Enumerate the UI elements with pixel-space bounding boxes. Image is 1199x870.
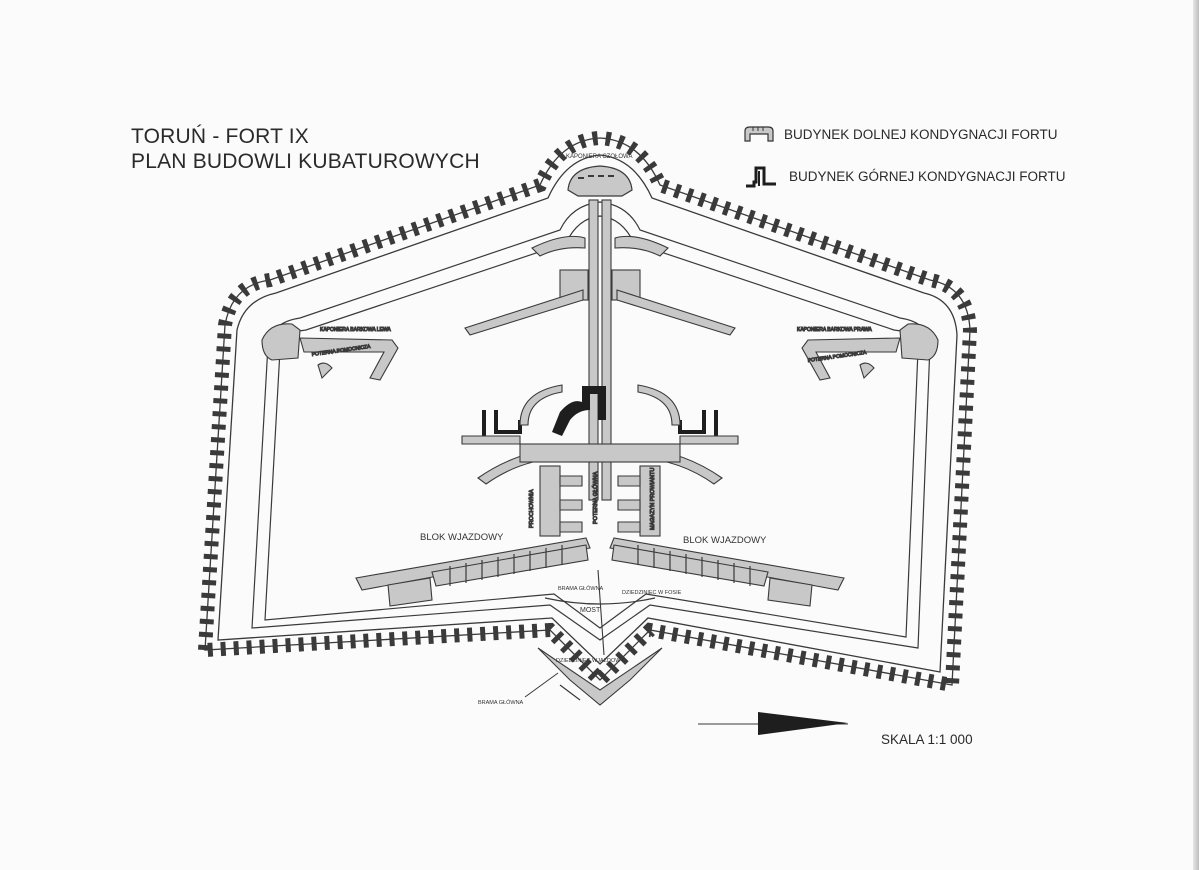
label-most: MOST	[580, 607, 601, 614]
legend-item-lower: BUDYNEK DOLNEJ KONDYGNACJI FORTU	[742, 124, 1102, 164]
upper-level-buildings	[470, 386, 730, 440]
lower-building-icon	[744, 126, 774, 142]
label-kaponiera-czolowa: KAPONIERA CZOŁOWA	[566, 154, 632, 160]
paper-edge-shadow	[1193, 0, 1199, 870]
upper-building-icon	[746, 166, 776, 188]
label-magazyn: MAGAZYN PROWIANTU	[650, 468, 656, 530]
gate-and-bridge: BRAMA GŁÓWNA DZIEDZINIEC W FOSIE MOST DZ…	[478, 569, 682, 706]
main-postern-axis	[464, 199, 736, 501]
legend-item-upper: BUDYNEK GÓRNEJ KONDYGNACJI FORTU	[742, 164, 1102, 204]
label-dziedziniec-wjazdowy: DZIEDZINIEC WJAZDOWY	[556, 658, 624, 664]
title-line-1: TORUŃ - FORT IX	[131, 125, 310, 148]
label-blok-left: BLOK WJAZDOWY	[420, 532, 504, 543]
label-prochownia: PROCHOWNIA	[529, 489, 535, 528]
legend-lower-label: BUDYNEK DOLNEJ KONDYGNACJI FORTU	[784, 127, 1058, 142]
entrance-blocks	[355, 537, 845, 607]
label-poterna-glowna: POTERNA GŁÓWNA	[592, 471, 599, 524]
map-title: TORUŃ - FORT IX PLAN BUDOWLI KUBATUROWYC…	[131, 124, 480, 174]
front-caponier: KAPONIERA CZOŁOWA	[566, 154, 633, 197]
scale-label: SKALA 1:1 000	[881, 732, 973, 747]
label-dziedziniec-fosie: DZIEDZINIEC W FOSIE	[622, 590, 682, 596]
north-arrow-icon	[698, 712, 848, 735]
label-kaponiera-prawa: KAPONIERA BARKOWA PRAWA	[797, 327, 872, 333]
legend: BUDYNEK DOLNEJ KONDYGNACJI FORTU BUDYNEK…	[742, 124, 1102, 204]
legend-upper-label: BUDYNEK GÓRNEJ KONDYGNACJI FORTU	[789, 169, 1066, 184]
label-brama-glowna: BRAMA GŁÓWNA	[478, 699, 524, 706]
title-line-2: PLAN BUDOWLI KUBATUROWYCH	[131, 150, 480, 173]
lower-level-central: PROCHOWNIA POTERNA GŁÓWNA MAGAZYN PROWIA…	[461, 384, 739, 537]
label-kaponiera-lewa: KAPONIERA BARKOWA LEWA	[320, 327, 391, 333]
outer-rampart	[197, 130, 978, 694]
label-blok-right: BLOK WJAZDOWY	[683, 535, 767, 546]
left-caponier: KAPONIERA BARKOWA LEWA POTERNA POMOCNICZ…	[261, 323, 399, 381]
entrance-block-rooms	[449, 545, 751, 586]
label-brama-glowna-small: BRAMA GŁÓWNA	[558, 585, 604, 592]
